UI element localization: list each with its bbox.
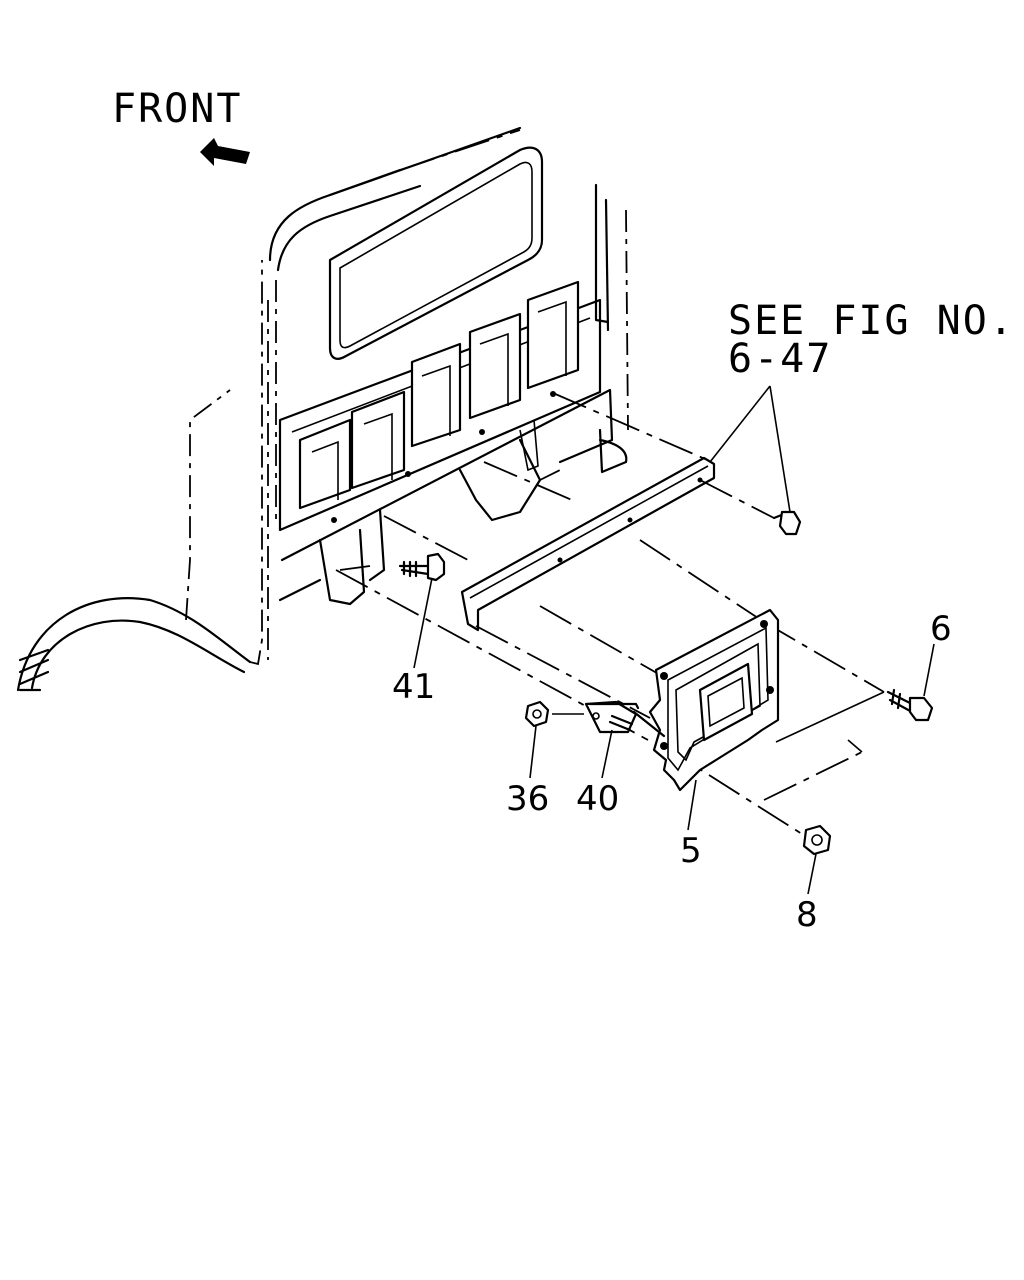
see-fig-number: 6-47	[728, 336, 832, 382]
front-arrow-icon	[200, 138, 250, 166]
screw-icon	[772, 510, 802, 536]
callout-41: 41	[392, 667, 435, 707]
nut-8-icon	[802, 824, 832, 856]
rear-window	[328, 146, 544, 360]
callout-leaders	[413, 577, 935, 895]
callout-40: 40	[576, 779, 619, 819]
mounting-rail	[460, 456, 716, 632]
bolt-6-icon	[886, 688, 934, 722]
nut-36-icon	[524, 700, 584, 728]
callout-36: 36	[506, 779, 549, 819]
rear-panel-slots	[278, 280, 602, 532]
explosion-lines	[335, 392, 885, 835]
callout-8: 8	[796, 895, 818, 935]
bolt-41-icon	[398, 552, 446, 582]
controller-module-5	[648, 608, 780, 792]
see-fig-leader-lines	[709, 385, 791, 513]
lower-frame	[278, 388, 628, 606]
callout-5: 5	[680, 831, 702, 871]
callout-6: 6	[930, 609, 952, 649]
stud-40-icon	[584, 700, 666, 738]
see-fig-label: SEE FIG NO.	[728, 298, 1015, 344]
front-label: FRONT	[112, 86, 242, 132]
cab-body	[16, 126, 629, 692]
